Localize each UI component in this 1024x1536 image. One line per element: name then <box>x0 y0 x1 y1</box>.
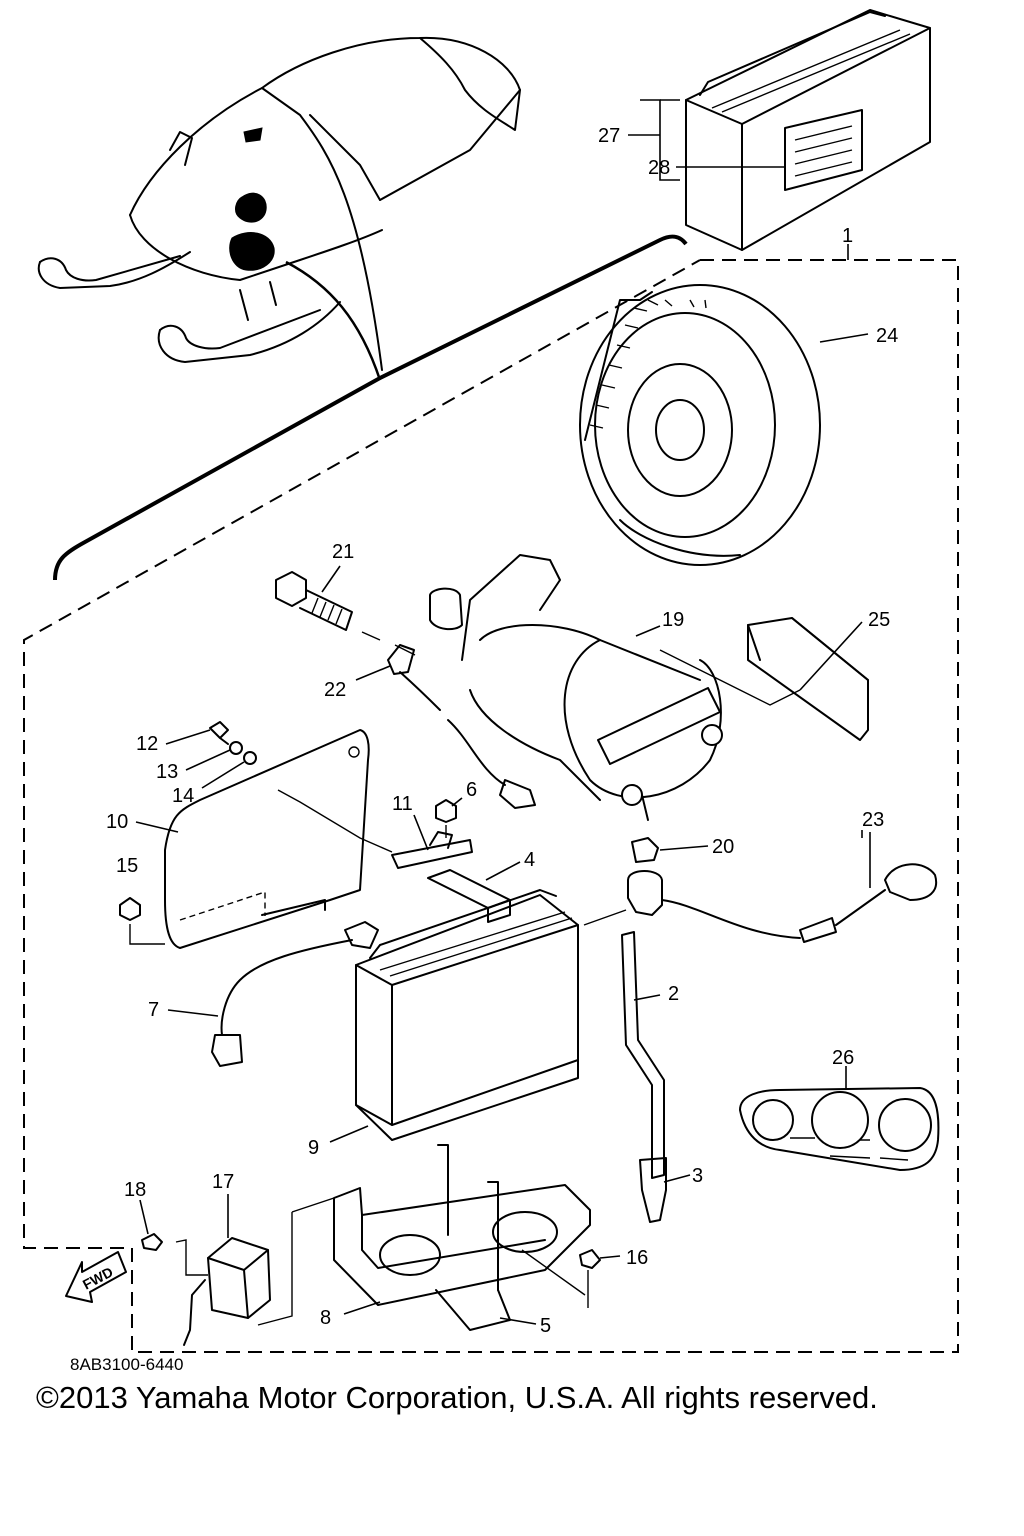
rod-2 <box>583 909 665 1179</box>
starter-motor-19 <box>429 554 723 821</box>
snowmobile-overview <box>37 36 521 381</box>
callout-3: 3 <box>692 1165 703 1187</box>
callout-4: 4 <box>524 849 535 871</box>
callout-15: 15 <box>116 855 138 877</box>
callout-13: 13 <box>156 761 178 783</box>
relay-17 <box>175 1237 271 1346</box>
callout-1: 1 <box>842 225 853 247</box>
washer-14 <box>243 751 257 765</box>
battery-9 <box>355 889 579 1141</box>
callout-12: 12 <box>136 733 158 755</box>
pad-25 <box>747 617 869 741</box>
callout-6: 6 <box>466 779 477 801</box>
overview-separator <box>53 234 688 581</box>
diagram-code: 8AB3100-6440 <box>70 1355 183 1374</box>
callout-8: 8 <box>320 1307 331 1329</box>
callout-11: 11 <box>392 793 413 815</box>
screw-12 <box>209 721 229 745</box>
callout-17: 17 <box>212 1171 234 1193</box>
callout-21: 21 <box>332 541 354 563</box>
leader-lines <box>135 244 871 1325</box>
callout-25: 25 <box>868 609 890 631</box>
fwd-arrow: FWD <box>65 1251 127 1303</box>
nut-15 <box>119 897 141 921</box>
callout-14: 14 <box>172 785 194 807</box>
bolt-21 <box>275 571 353 631</box>
cover-10 <box>164 729 393 949</box>
clamp-11 <box>391 831 473 869</box>
callout-23: 23 <box>862 809 884 831</box>
callout-27: 27 <box>598 125 620 147</box>
callout-5: 5 <box>540 1315 551 1337</box>
washer-13 <box>229 741 243 755</box>
callout-18: 18 <box>124 1179 146 1201</box>
cable-7 <box>211 921 379 1067</box>
lead-23 <box>627 863 938 943</box>
assembly-boundary <box>23 259 959 1353</box>
callout-24: 24 <box>876 325 898 347</box>
callout-labels: 1 2 3 4 5 6 7 8 9 10 11 12 13 14 15 16 1… <box>106 125 898 1337</box>
flywheel-24 <box>579 284 821 566</box>
callout-26: 26 <box>832 1047 854 1069</box>
callout-9: 9 <box>308 1137 319 1159</box>
callout-16: 16 <box>626 1247 648 1269</box>
callout-22: 22 <box>324 679 346 701</box>
screw-18 <box>141 1233 163 1251</box>
copyright-notice: ©2013 Yamaha Motor Corporation, U.S.A. A… <box>36 1380 878 1415</box>
callout-7: 7 <box>148 999 159 1021</box>
grommet-20 <box>631 837 659 863</box>
callout-28: 28 <box>648 157 670 179</box>
callout-2: 2 <box>668 983 679 1005</box>
callout-10: 10 <box>106 811 128 833</box>
nut-6 <box>435 799 457 823</box>
end-cap-3 <box>639 1157 667 1223</box>
callout-19: 19 <box>662 609 684 631</box>
screw-16 <box>579 1249 601 1308</box>
plate-26 <box>739 1087 940 1171</box>
battery-27 <box>685 9 931 251</box>
cable-22 <box>387 644 536 809</box>
callout-20: 20 <box>712 836 734 858</box>
tray-8 <box>257 1144 591 1331</box>
